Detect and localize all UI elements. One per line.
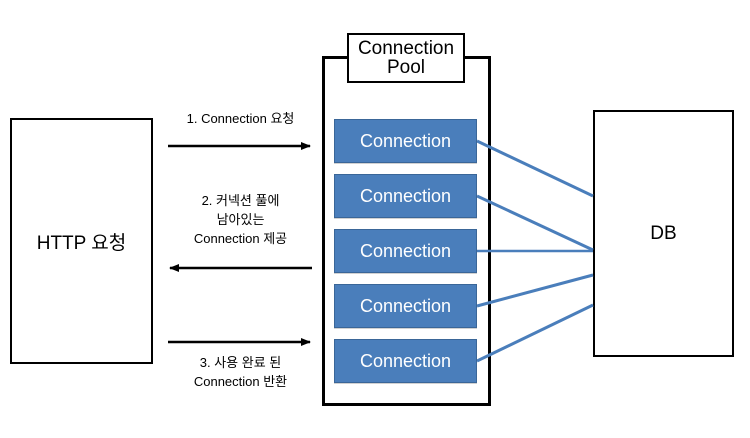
link-connection-5-to-database	[476, 303, 594, 363]
flow-label-return: 3. 사용 완료 된 Connection 반환	[193, 355, 288, 389]
connection-block-label: Connection	[359, 185, 452, 206]
connection-block-4[interactable]: Connection	[334, 284, 477, 328]
http-request-box: HTTP 요청	[10, 118, 153, 364]
connection-block-5[interactable]: Connection	[334, 339, 477, 383]
link-connection-1-to-database	[476, 139, 594, 198]
connection-block-3[interactable]: Connection	[334, 229, 477, 273]
connection-block-label: Connection	[359, 295, 452, 316]
connection-block-label: Connection	[359, 350, 452, 371]
connection-pool-title-box: Connection Pool	[347, 33, 465, 83]
connection-pool-title: Connection Pool	[357, 37, 455, 78]
link-connection-4-to-database	[476, 273, 594, 308]
connection-block-label: Connection	[359, 130, 452, 151]
flow-label-provide: 2. 커넥션 풀에 남아있는 Connection 제공	[193, 193, 288, 246]
database-label: DB	[650, 222, 677, 244]
connection-block-label: Connection	[359, 240, 452, 261]
connection-block-2[interactable]: Connection	[334, 174, 477, 218]
database-box: DB	[593, 110, 734, 357]
link-connection-2-to-database	[476, 194, 594, 252]
connection-block-1[interactable]: Connection	[334, 119, 477, 163]
http-request-label: HTTP 요청	[36, 232, 127, 254]
flow-label-request: 1. Connection 요청	[186, 111, 295, 126]
